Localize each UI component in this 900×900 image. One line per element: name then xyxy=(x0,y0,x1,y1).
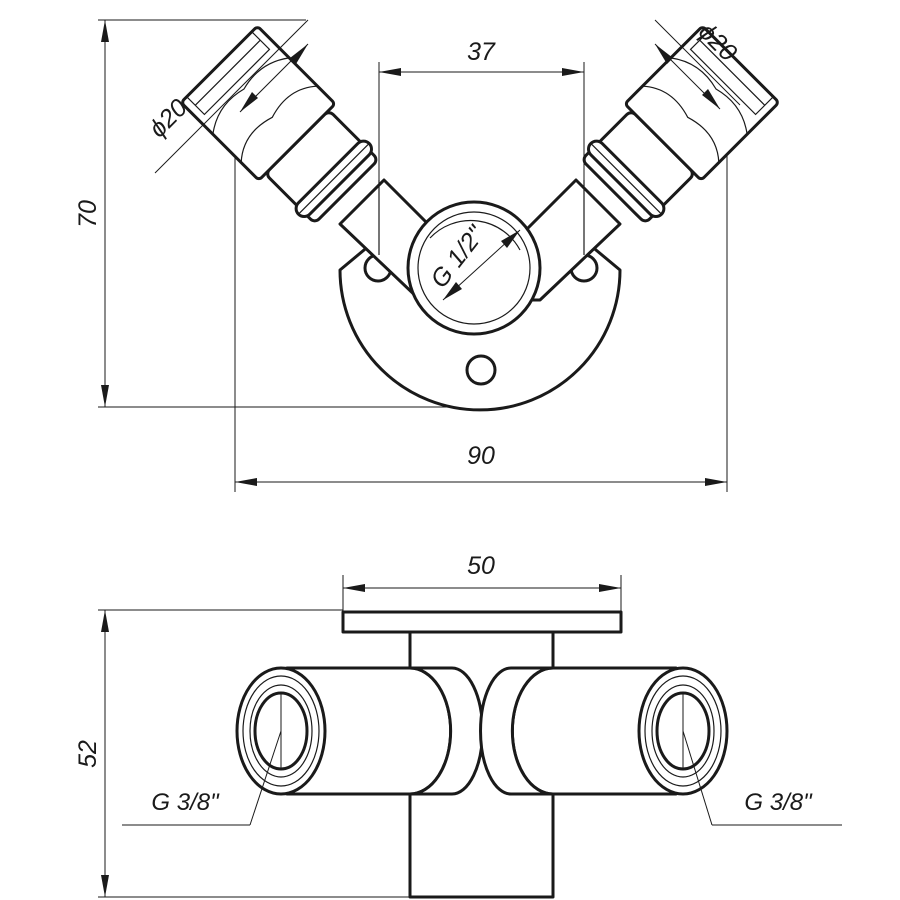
branch-left xyxy=(181,26,378,223)
dim-height-52: 52 xyxy=(74,610,109,897)
dim-width-90: 90 xyxy=(235,442,727,486)
dim-between-holes-37: 37 xyxy=(379,38,584,76)
dim-label-flange-width: 50 xyxy=(467,552,495,580)
dim-label-width: 90 xyxy=(467,442,495,470)
central-port-outer xyxy=(406,200,542,336)
leader-thread-right: G 3/8" xyxy=(682,730,842,826)
dim-label-height: 70 xyxy=(74,200,102,228)
label-thread-left: G 3/8" xyxy=(151,789,220,816)
side-flange xyxy=(341,610,623,634)
side-branch-center-right xyxy=(479,666,555,796)
side-branch-center-left xyxy=(408,666,484,796)
dim-flange-50: 50 xyxy=(343,552,621,592)
central-port-inner xyxy=(417,211,531,325)
mount-hole-bottom xyxy=(465,354,497,386)
branch-right xyxy=(582,26,779,223)
dim-label-side-height: 52 xyxy=(74,740,102,768)
label-thread-right: G 3/8" xyxy=(744,789,813,816)
leader-thread-left: G 3/8" xyxy=(122,730,282,826)
side-view: 50 52 G 3/8" G 3/8" xyxy=(74,552,842,899)
dim-height-70: 70 xyxy=(74,20,109,407)
top-view: 70 90 37 ϕ20 ϕ xyxy=(74,18,779,492)
dim-label-between-holes: 37 xyxy=(467,38,496,66)
